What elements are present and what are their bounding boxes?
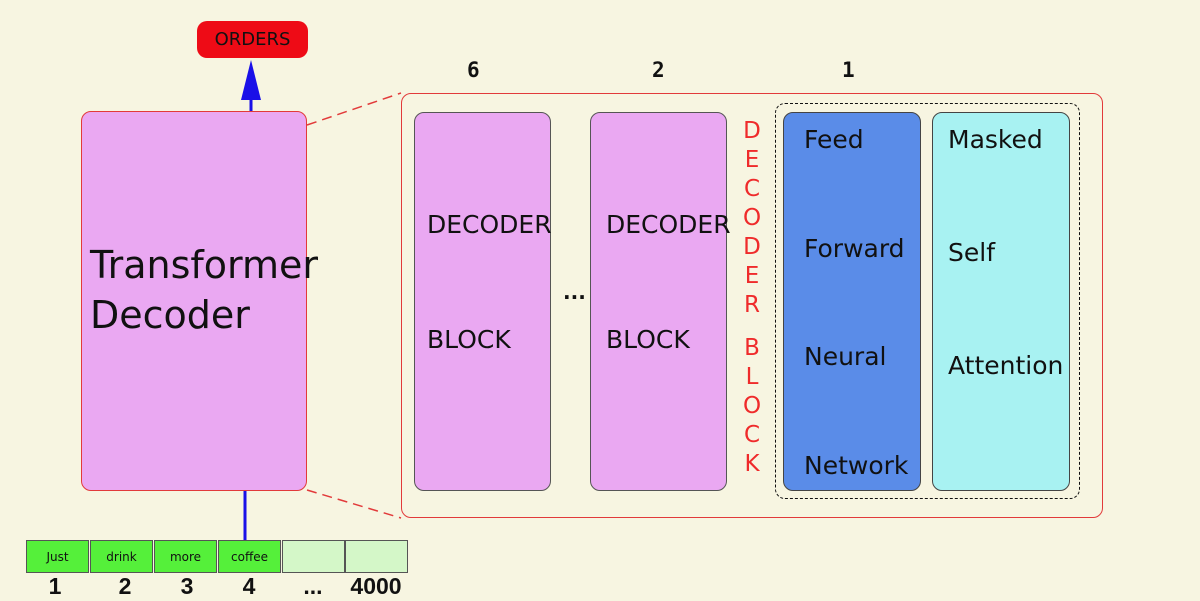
decoder-title-line2: Decoder <box>90 293 250 337</box>
masked-self-attention-box <box>932 112 1070 491</box>
blocks-ellipsis: ... <box>563 280 586 304</box>
ffn-word-forward: Forward <box>804 234 905 263</box>
token-cell-empty <box>345 540 408 573</box>
block-count-6: 6 <box>467 58 480 82</box>
ffn-word-neural: Neural <box>804 342 887 371</box>
transformer-decoder-box <box>81 111 307 491</box>
feed-forward-network-box <box>783 112 921 491</box>
vertical-letter: D <box>743 234 761 260</box>
decoder-block-6 <box>414 112 551 491</box>
vertical-letter: C <box>743 422 761 448</box>
zoom-line-top <box>306 92 402 126</box>
token-index: 3 <box>180 573 194 599</box>
decoder-block-1-outline <box>775 103 1080 499</box>
decoder-block-2-label1: DECODER <box>606 210 731 239</box>
vertical-letter: D <box>743 118 761 144</box>
vertical-letter: L <box>745 364 759 390</box>
token-index: 4000 <box>350 573 402 599</box>
token-cell: more <box>154 540 217 573</box>
attention-word-masked: Masked <box>948 125 1043 154</box>
output-label: ORDERS <box>197 21 308 58</box>
vertical-letter: B <box>744 335 760 361</box>
decoder-block-6-label2: BLOCK <box>427 325 511 354</box>
token-index: 4 <box>242 573 256 599</box>
attention-word-self: Self <box>948 238 995 267</box>
ffn-word-feed: Feed <box>804 125 864 154</box>
decoder-block-vertical-label: D E C O D E R B L O C K <box>737 117 767 479</box>
decoder-title-line1: Transformer <box>90 243 319 287</box>
token-cell: Just <box>26 540 89 573</box>
decoder-block-6-label1: DECODER <box>427 210 552 239</box>
token-index: 1 <box>48 573 62 599</box>
block-count-1: 1 <box>842 58 855 82</box>
attention-word-attention: Attention <box>948 351 1064 380</box>
decoder-block-2 <box>590 112 727 491</box>
vertical-letter: O <box>742 393 762 419</box>
vertical-letter: C <box>743 176 761 202</box>
ffn-word-network: Network <box>804 451 909 480</box>
token-index: 2 <box>118 573 132 599</box>
vertical-letter: E <box>744 263 760 289</box>
token-index: ... <box>303 573 323 599</box>
vertical-letter: E <box>744 147 760 173</box>
vertical-letter: O <box>742 205 762 231</box>
zoom-line-bottom <box>306 489 402 519</box>
decoder-block-2-label2: BLOCK <box>606 325 690 354</box>
token-cell-empty <box>282 540 345 573</box>
transformer-decoder-title: Transformer Decoder <box>90 240 319 340</box>
block-count-2: 2 <box>652 58 665 82</box>
output-arrow-head <box>241 60 261 100</box>
vertical-letter: R <box>744 292 760 318</box>
token-cell: drink <box>90 540 153 573</box>
token-cell: coffee <box>218 540 281 573</box>
decoder-detail-frame <box>401 93 1103 518</box>
vertical-letter: K <box>744 451 760 477</box>
